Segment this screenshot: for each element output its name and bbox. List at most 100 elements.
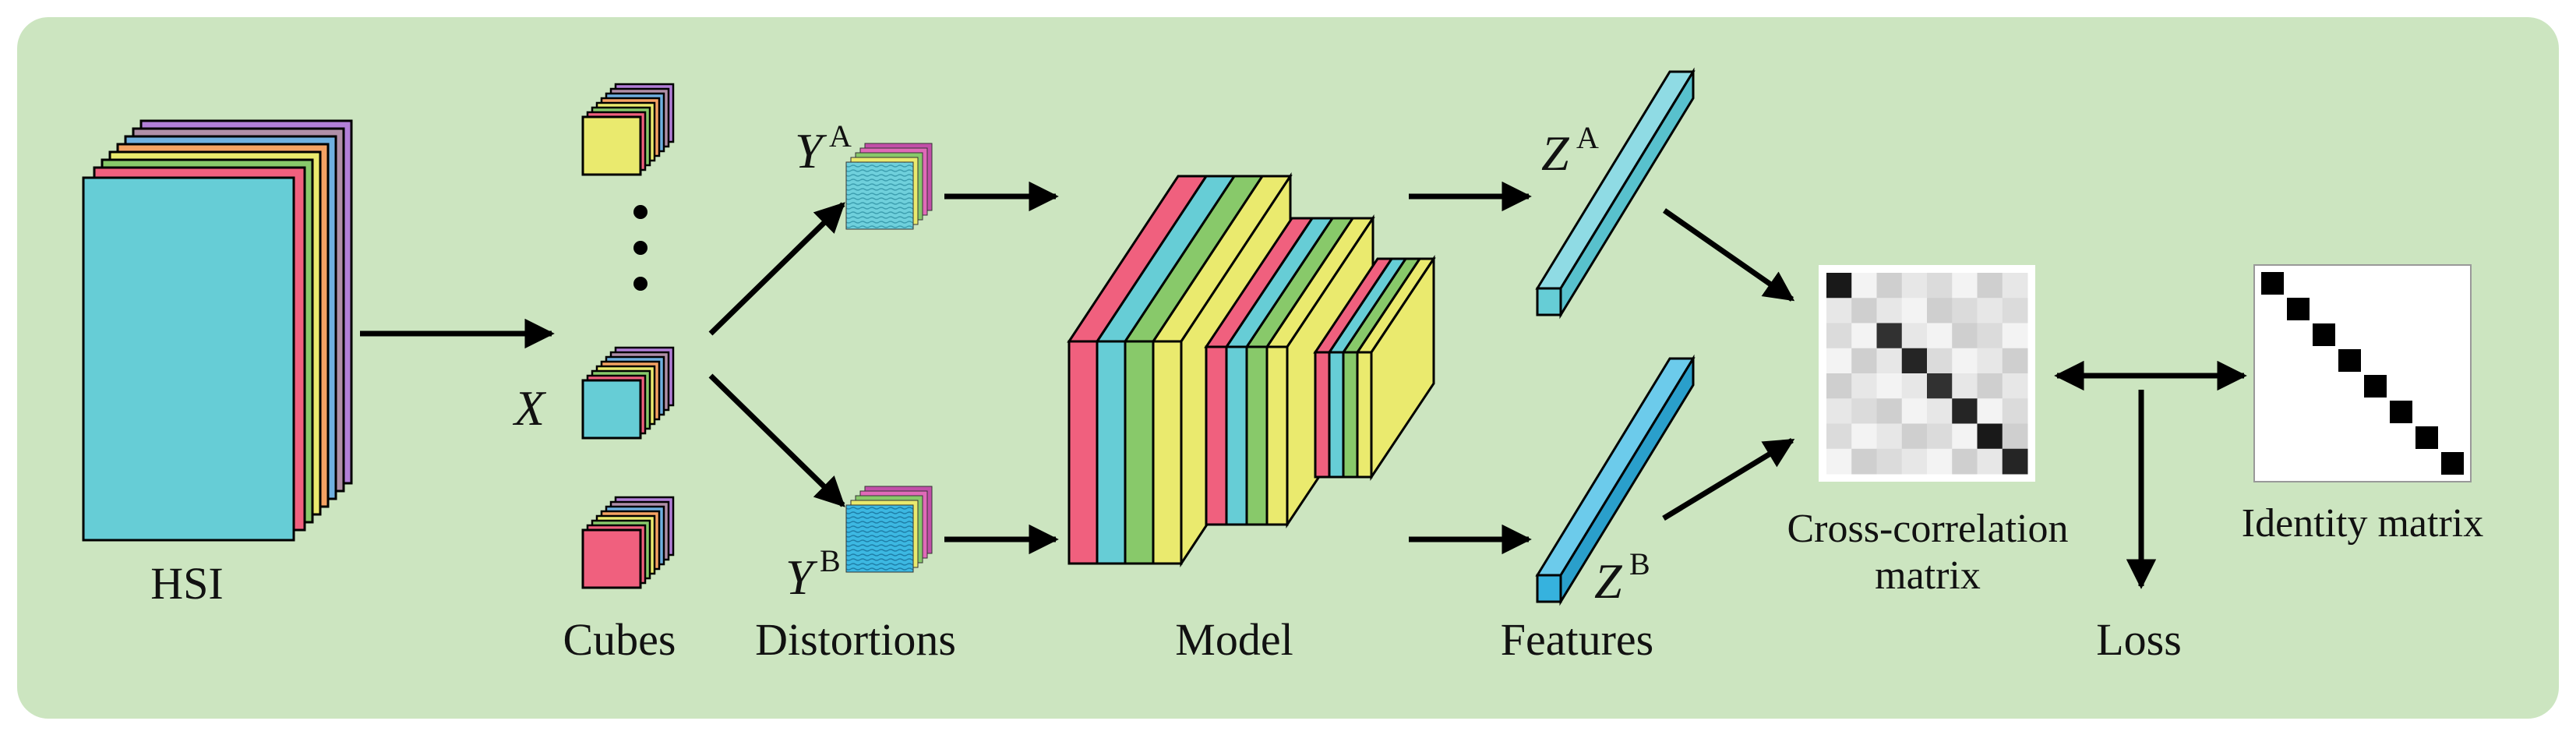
- cross-correlation-cell: [2002, 423, 2028, 450]
- cross-correlation-cell: [1876, 448, 1903, 475]
- za-superscript: A: [1576, 120, 1599, 155]
- cross-correlation-cell: [1952, 448, 1978, 475]
- cube-bottom: [581, 496, 675, 589]
- cross-correlation-cell: [1876, 398, 1903, 424]
- model-slab-front: [1328, 351, 1345, 479]
- cross-correlation-cell: [1851, 348, 1877, 374]
- cross-correlation-cell: [1977, 348, 2003, 374]
- cross-correlation-cell: [1851, 423, 1877, 450]
- model-network: [1067, 172, 1436, 567]
- cross-correlation-cell: [1977, 323, 2003, 349]
- identity-diagonal-cell: [2441, 452, 2464, 475]
- model-slab-front: [1225, 345, 1248, 526]
- identity-label: Identity matrix: [2242, 501, 2483, 546]
- distortion-front-face: [845, 504, 914, 573]
- cross-correlation-cell: [1826, 448, 1852, 475]
- cross-correlation-cell: [1826, 423, 1852, 450]
- ya-label: Y: [795, 123, 827, 178]
- model-label: Model: [1175, 614, 1293, 665]
- distortion-b: [845, 486, 933, 573]
- cross-correlation-cell: [1927, 448, 1953, 475]
- zb-superscript: B: [1629, 546, 1650, 581]
- cross-correlation-cell: [2002, 448, 2028, 475]
- cross-correlation-cell: [1952, 373, 1978, 399]
- yb-superscript: B: [820, 543, 841, 578]
- cross-correlation-cell: [2002, 373, 2028, 399]
- model-slab-front: [1314, 351, 1331, 479]
- cross-correlation-cell: [1826, 398, 1852, 424]
- cube-front-face: [581, 115, 642, 176]
- distortions-label: Distortions: [755, 614, 956, 665]
- distortion-a: [845, 143, 933, 230]
- cross-correlation-label-line2: matrix: [1875, 553, 1981, 598]
- model-slab-front: [1096, 340, 1127, 565]
- distortion-front-face: [845, 161, 914, 230]
- cross-correlation-cell: [2002, 273, 2028, 299]
- cross-correlation-cell: [1927, 273, 1953, 299]
- cross-correlation-cell: [1901, 298, 1928, 323]
- cross-correlation-cell: [1826, 323, 1852, 349]
- cross-correlation-cell: [2002, 298, 2028, 323]
- cross-correlation-cell: [1851, 298, 1877, 323]
- cross-correlation-cell: [1901, 423, 1928, 450]
- identity-diagonal-cell: [2415, 426, 2438, 449]
- cross-correlation-cell: [1952, 423, 1978, 450]
- cross-correlation-cell: [1876, 423, 1903, 450]
- model-slab-front: [1152, 340, 1183, 565]
- cross-correlation-cell: [1927, 323, 1953, 349]
- cross-correlation-cell: [1826, 373, 1852, 399]
- cross-correlation-cell: [1977, 298, 2003, 323]
- cross-correlation-cell: [1826, 298, 1852, 323]
- arrow-x-to-ya: [708, 202, 845, 336]
- cross-correlation-cell: [1977, 398, 2003, 424]
- hsi-label: HSI: [150, 558, 223, 609]
- cross-correlation-cell: [1977, 373, 2003, 399]
- cross-correlation-cell: [2002, 398, 2028, 424]
- cube-front-face: [581, 379, 642, 440]
- cross-correlation-cell: [1851, 448, 1877, 475]
- cross-correlation-cell: [1977, 448, 2003, 475]
- identity-diagonal-cell: [2313, 323, 2335, 346]
- model-slab-side: [1370, 255, 1435, 481]
- cubes-label: Cubes: [563, 614, 676, 665]
- cross-correlation-label-line1: Cross-correlation: [1787, 507, 2068, 551]
- cross-correlation-cell: [1901, 448, 1928, 475]
- arrow-za-to-cross: [1663, 208, 1795, 302]
- cross-correlation-cell: [1952, 298, 1978, 323]
- model-slab-front: [1124, 340, 1155, 565]
- identity-frame: [2253, 264, 2472, 482]
- cross-correlation-cell: [1927, 348, 1953, 374]
- feature-zb: [1535, 354, 1696, 606]
- cross-correlation-cell: [1876, 323, 1903, 349]
- cube-top: [581, 83, 675, 176]
- cross-correlation-cell: [1927, 398, 1953, 424]
- ya-superscript: A: [829, 118, 852, 154]
- cross-correlation-cell: [1952, 273, 1978, 299]
- cross-correlation-cell: [1851, 323, 1877, 349]
- cross-correlation-cell: [1901, 373, 1928, 399]
- hsi-cube: [82, 119, 353, 542]
- identity-matrix: [2261, 272, 2464, 475]
- cube-front-face: [581, 528, 642, 589]
- zb-label: Z: [1594, 553, 1623, 609]
- cross-correlation-cell: [1876, 348, 1903, 374]
- feature-za: [1535, 67, 1696, 320]
- identity-diagonal-cell: [2364, 375, 2387, 398]
- model-slab-front: [1342, 351, 1359, 479]
- cross-correlation-cell: [1927, 423, 1953, 450]
- model-slab-front: [1265, 345, 1289, 526]
- cross-correlation-cell: [1826, 273, 1852, 299]
- cross-correlation-cell: [1901, 273, 1928, 299]
- ellipsis-dots: [633, 205, 648, 291]
- identity-diagonal-cell: [2287, 298, 2310, 320]
- cross-correlation-cell: [1977, 423, 2003, 450]
- cross-correlation-cell: [1851, 373, 1877, 399]
- cross-correlation-cell: [1952, 398, 1978, 424]
- model-slab-front: [1356, 351, 1373, 479]
- cross-correlation-cell: [1876, 373, 1903, 399]
- cross-correlation-cell: [1851, 398, 1877, 424]
- model-slab-front: [1205, 345, 1228, 526]
- cross-correlation-cell: [1826, 348, 1852, 374]
